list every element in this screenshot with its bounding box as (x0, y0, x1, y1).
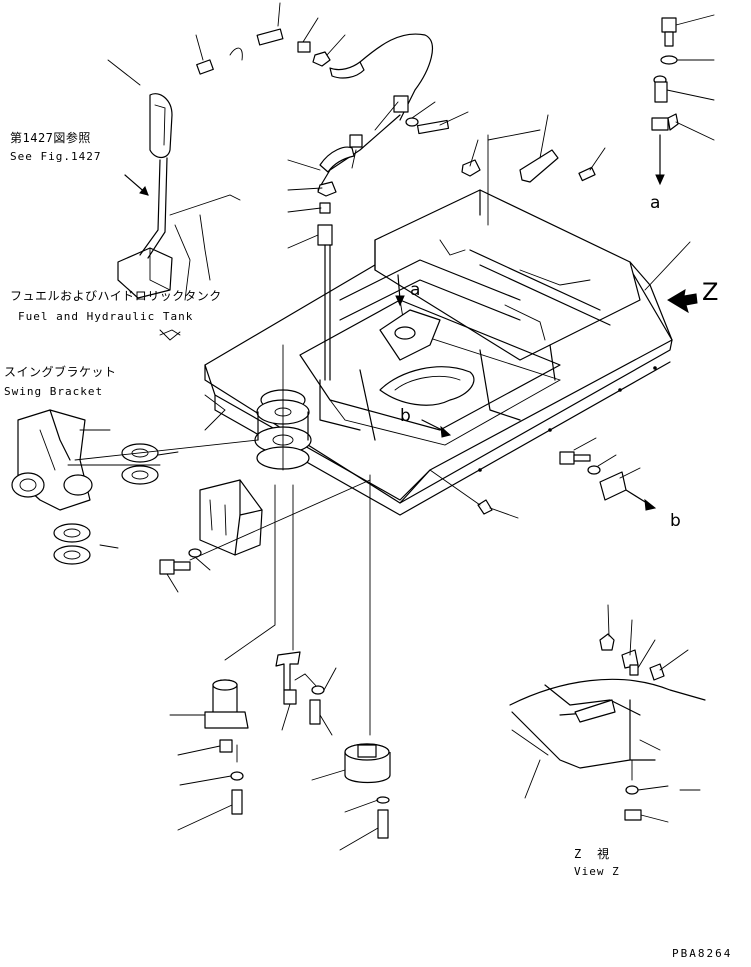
sight-gauge (107, 59, 173, 259)
callout-b-right: b (670, 511, 681, 531)
center-arrows (395, 274, 452, 438)
callout-z: Z (702, 278, 719, 306)
lower-parts (169, 651, 391, 851)
callout-a-center: a (410, 280, 421, 300)
see-fig-label-en: See Fig.1427 (10, 150, 102, 163)
cover-plate (461, 114, 606, 226)
cover-box (159, 479, 371, 593)
view-z-label-en: View Z (574, 865, 620, 878)
swing-bracket-label-jp: スイングブラケット (4, 365, 117, 379)
callout-a-top: a (650, 193, 661, 213)
callout-b-center: b (400, 406, 411, 426)
swing-bracket-label-en: Swing Bracket (4, 385, 104, 398)
drawing-code: PBA8264 (672, 947, 733, 960)
swing-bracket (11, 409, 179, 565)
fuel-tank-label-jp: フュエルおよびハイドロリックタンク (10, 289, 222, 303)
fuel-tank-label-en: Fuel and Hydraulic Tank (18, 310, 194, 323)
view-z-arrow (644, 241, 698, 314)
tank-outline (117, 194, 241, 336)
detail-a-parts (651, 14, 715, 186)
detail-b-parts (429, 437, 657, 519)
leader-lines (74, 329, 371, 736)
revolving-frame (204, 189, 673, 516)
see-fig-label-jp: 第1427図参照 (10, 131, 91, 145)
hose-assembly (195, 2, 469, 381)
view-z-label-jp: Z 視 (574, 847, 610, 861)
view-z-inset (509, 604, 706, 823)
